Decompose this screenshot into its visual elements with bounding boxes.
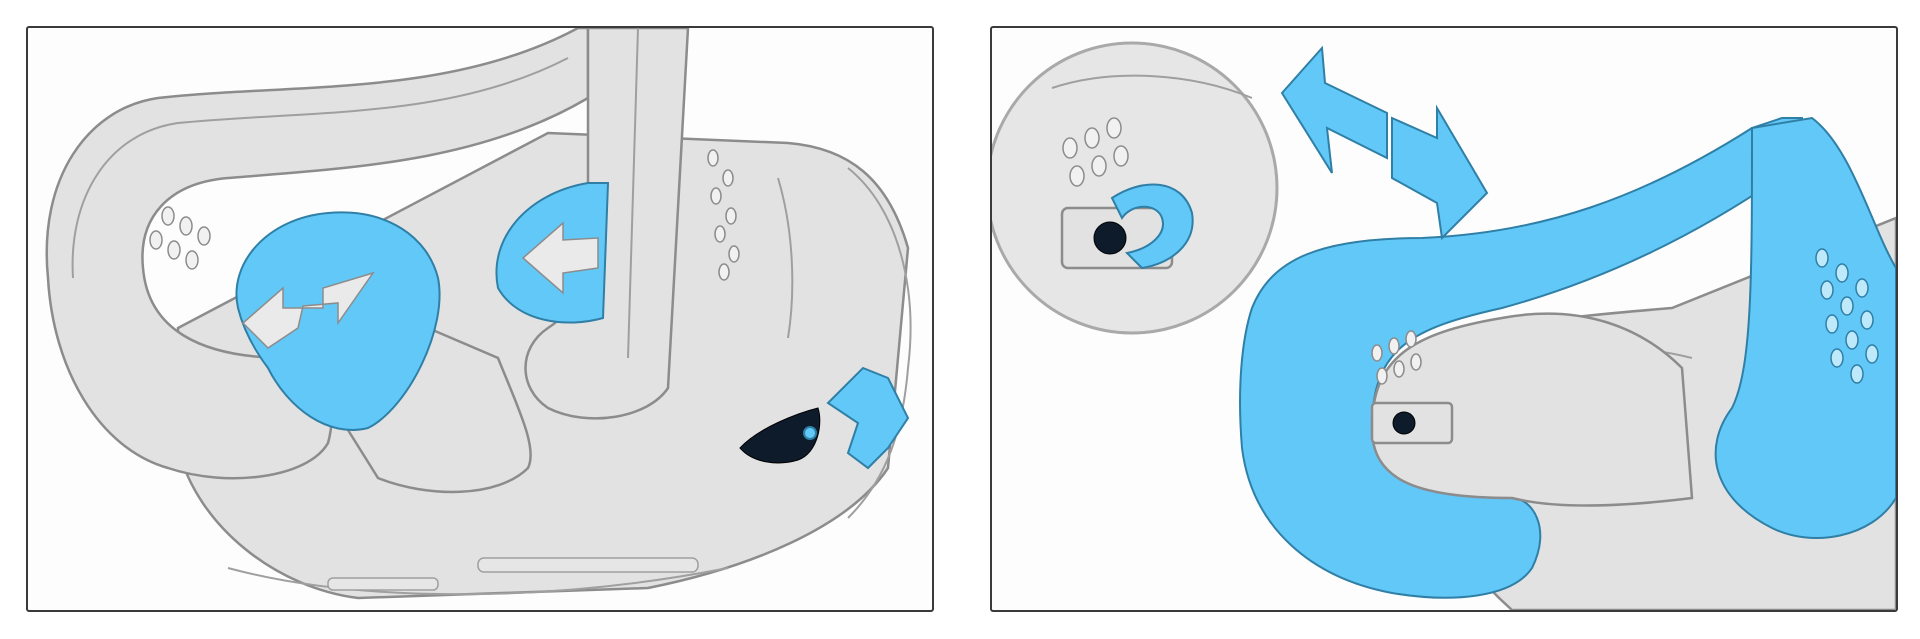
release-tab-icon xyxy=(826,366,910,470)
vent-hole xyxy=(1815,248,1829,268)
vent-hole xyxy=(725,207,737,225)
bottom-port xyxy=(327,577,439,591)
inset-vent-holes xyxy=(1062,117,1129,187)
sensor-lens xyxy=(803,426,817,440)
left-lens xyxy=(235,211,441,431)
vent-hole xyxy=(1405,330,1417,348)
sensor xyxy=(739,407,821,464)
vent-hole xyxy=(728,245,740,263)
vent-hole xyxy=(179,216,193,236)
vent-hole xyxy=(1840,296,1854,316)
inset-latch-knob xyxy=(1093,221,1127,255)
vent-hole xyxy=(161,206,175,226)
zoom-inset-icon xyxy=(992,41,1279,335)
inset-latch-clip xyxy=(1110,183,1194,270)
vent-hole xyxy=(167,240,181,260)
vent-hole xyxy=(1084,127,1100,149)
vent-hole xyxy=(718,263,730,281)
vent-hole xyxy=(149,230,163,250)
face-cushion-attachment-panel xyxy=(990,26,1898,612)
face-cushion xyxy=(45,28,590,480)
headset-side-texture xyxy=(847,167,912,519)
vent-hole xyxy=(1062,137,1078,159)
cushion-inner-rim xyxy=(71,57,569,279)
cushion-opening xyxy=(1370,312,1694,507)
vent-hole xyxy=(185,250,199,270)
left-arrow-icon xyxy=(521,221,599,295)
vent-hole xyxy=(1825,314,1839,334)
vent-hole xyxy=(1371,344,1383,362)
vent-hole xyxy=(1835,263,1849,283)
vent-hole xyxy=(1410,353,1422,371)
vent-hole xyxy=(1865,344,1879,364)
vent-hole xyxy=(1069,165,1085,187)
vent-hole xyxy=(1388,337,1400,355)
face-cushion xyxy=(1239,116,1896,599)
vent-hole xyxy=(1830,348,1844,368)
vent-holes-inner xyxy=(1371,330,1422,385)
vent-holes-left xyxy=(149,206,211,270)
right-lens xyxy=(495,182,610,324)
vent-hole xyxy=(1091,155,1107,177)
double-arrow-icon xyxy=(241,271,375,349)
bottom-port xyxy=(477,557,699,573)
cushion-illustration xyxy=(992,41,1896,610)
vent-hole xyxy=(707,149,719,167)
vent-hole xyxy=(1113,145,1129,167)
headset-lens-adjustment-panel xyxy=(26,26,934,612)
vent-hole xyxy=(714,225,726,243)
vent-hole xyxy=(1850,364,1864,384)
headset-illustration xyxy=(45,28,912,600)
vent-hole xyxy=(1376,367,1388,385)
strap-edge xyxy=(627,28,639,359)
vent-hole xyxy=(1845,330,1859,350)
latch-knob xyxy=(1392,411,1416,435)
vent-hole xyxy=(1860,310,1874,330)
vent-hole xyxy=(722,169,734,187)
vent-holes-band xyxy=(1815,248,1879,384)
headset-bottom-seam xyxy=(227,567,729,596)
vent-hole xyxy=(1393,360,1405,378)
bidirectional-arrow-icon xyxy=(1280,45,1489,241)
vent-hole xyxy=(197,226,211,246)
vent-hole xyxy=(1106,117,1122,139)
vent-hole xyxy=(1855,278,1869,298)
vent-hole xyxy=(1820,280,1834,300)
vent-holes-right xyxy=(707,149,740,281)
vent-hole xyxy=(710,187,722,205)
side-slot xyxy=(777,177,794,339)
